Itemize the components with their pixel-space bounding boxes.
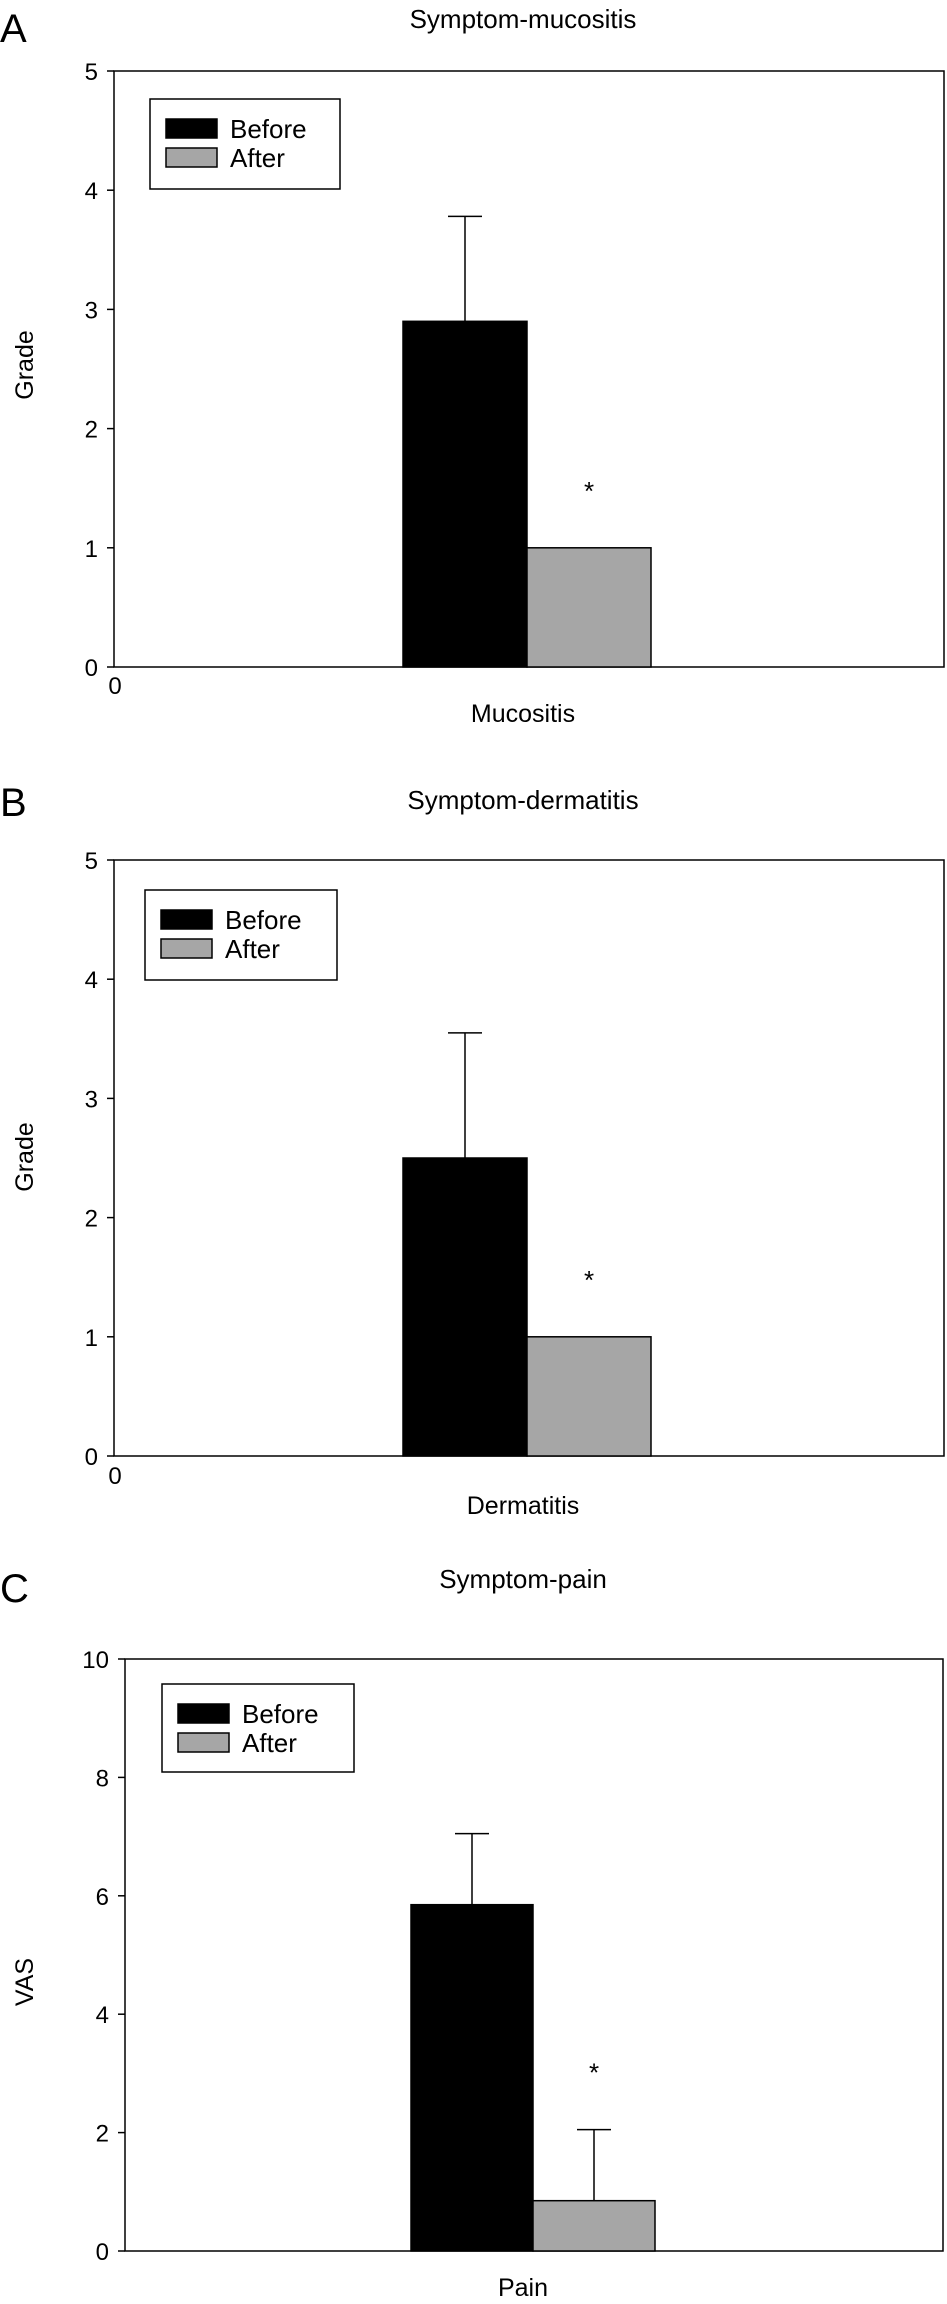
significance-marker: * [589, 2058, 599, 2088]
y-tick-label: 3 [85, 1086, 98, 1113]
legend-box [161, 1683, 355, 1773]
x-origin-label: 0 [108, 673, 121, 700]
chart-panel-a: A Symptom-mucositis Grade Mucositis 0 0 1… [0, 0, 947, 760]
y-axis-label: VAS [11, 1958, 39, 2006]
legend-swatch-before [160, 909, 213, 930]
panel-letter-c: C [0, 1567, 29, 1611]
chart-title: Symptom-mucositis [410, 4, 637, 34]
y-axis-label: Grade [11, 1122, 39, 1191]
y-axis-label: Grade [11, 330, 39, 399]
y-tick-label: 1 [85, 1325, 98, 1352]
bar-before [402, 1157, 528, 1457]
y-tick-label: 2 [96, 2121, 109, 2148]
bar-before [402, 320, 528, 668]
panel-letter-b: B [0, 781, 27, 825]
x-axis-label: Pain [498, 2274, 548, 2302]
bar-after [526, 1336, 652, 1457]
y-tick-label: 8 [96, 1765, 109, 1792]
y-tick-label: 5 [85, 59, 98, 86]
legend-swatch-before [177, 1703, 230, 1724]
y-tick-label: 2 [85, 417, 98, 444]
y-tick-label: 4 [85, 967, 98, 994]
bar-after [526, 547, 652, 668]
y-tick-label: 4 [96, 2002, 109, 2029]
legend-swatch-after [177, 1732, 230, 1753]
chart-panel-b: B Symptom-dermatitis Grade Dermatitis 0 … [0, 780, 947, 1540]
legend-box [149, 98, 341, 190]
legend-swatch-before [165, 118, 218, 139]
chart-a-svg: A Symptom-mucositis Grade Mucositis 0 0 1… [0, 4, 945, 728]
y-tick-label: 5 [85, 848, 98, 875]
legend-label-before: Before [242, 1699, 319, 1729]
panel-letter-a: A [0, 7, 27, 51]
chart-title: Symptom-dermatitis [407, 785, 638, 815]
x-axis-label: Dermatitis [467, 1492, 580, 1520]
chart-title: Symptom-pain [439, 1564, 607, 1594]
legend-label-after: After [225, 934, 280, 964]
chart-b-svg: B Symptom-dermatitis Grade Dermatitis 0 … [0, 781, 945, 1520]
x-origin-label: 0 [108, 1463, 121, 1490]
y-tick-label: 4 [85, 178, 98, 205]
bar-after [532, 2199, 656, 2252]
legend-box [144, 889, 338, 981]
chart-c-svg: C Symptom-pain VAS Pain 0 2 4 6 8 10 * BeforeAf… [0, 1564, 944, 2302]
legend-label-after: After [242, 1728, 297, 1758]
significance-marker: * [584, 476, 594, 506]
legend-label-before: Before [230, 114, 307, 144]
y-tick-label: 0 [96, 2239, 109, 2266]
significance-marker: * [584, 1265, 594, 1295]
y-tick-label: 10 [82, 1647, 109, 1674]
legend-swatch-after [160, 938, 213, 959]
y-tick-label: 0 [85, 1444, 98, 1471]
legend-swatch-after [165, 147, 218, 168]
y-tick-label: 2 [85, 1206, 98, 1233]
legend-label-after: After [230, 143, 285, 173]
y-tick-label: 1 [85, 536, 98, 563]
legend-label-before: Before [225, 905, 302, 935]
y-tick-label: 6 [96, 1884, 109, 1911]
bar-before [410, 1903, 534, 2252]
x-axis-label: Mucositis [471, 700, 575, 728]
y-tick-label: 3 [85, 297, 98, 324]
y-tick-label: 0 [85, 655, 98, 682]
